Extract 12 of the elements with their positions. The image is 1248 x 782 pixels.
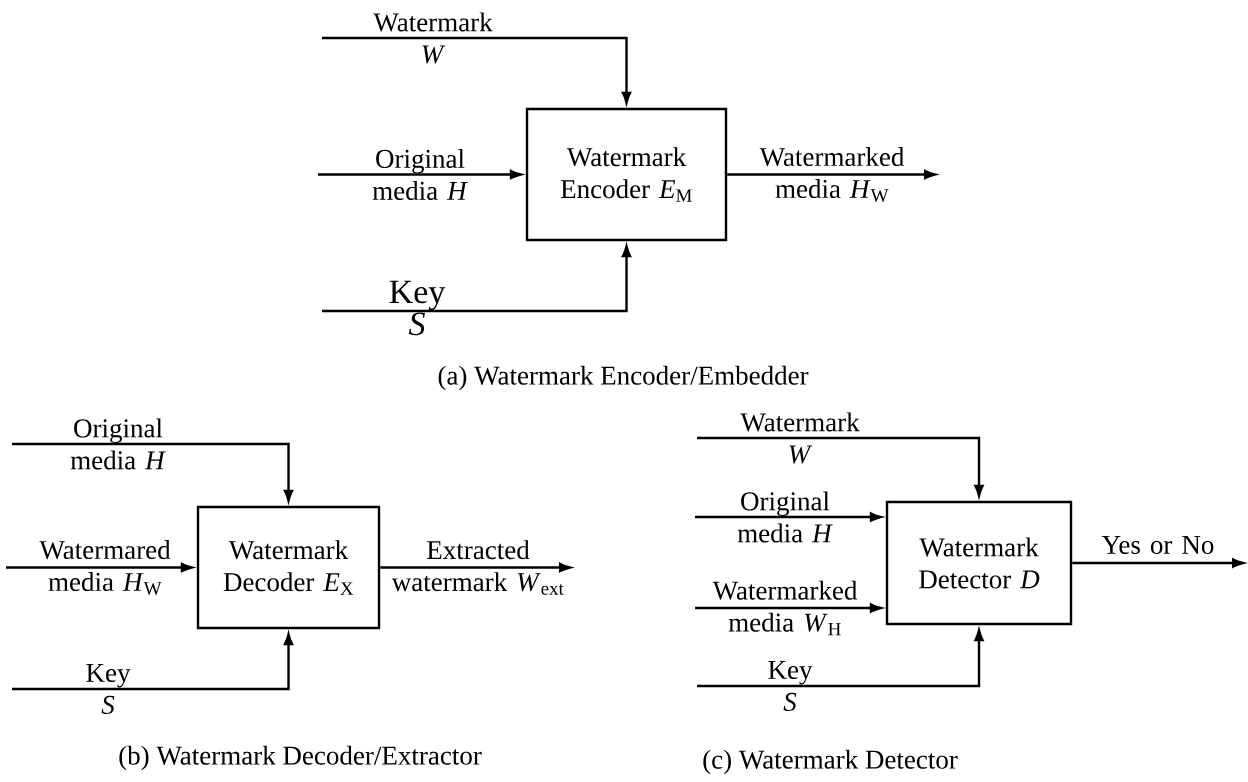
process-box: Watermark Encoder E$_{M}$: [525, 107, 728, 242]
caption: (b) Watermark Decoder/Extractor: [119, 745, 482, 771]
edge-label: Watermarked media W$_{H}$: [712, 580, 858, 636]
caption: (c) Watermark Detector: [703, 749, 958, 775]
process-box: Watermark Decoder E$_{X}$: [196, 505, 381, 630]
edge-label: Yes or No: [1101, 536, 1214, 554]
process-box: Watermark Detector D: [885, 500, 1073, 626]
caption: (a) Watermark Encoder/Embedder: [438, 365, 809, 391]
edge-label: Original media H: [372, 149, 468, 200]
edge-label: Key S: [768, 661, 813, 711]
edge-label: Original media H: [737, 491, 833, 543]
edge-label: Watermark W: [740, 412, 860, 464]
